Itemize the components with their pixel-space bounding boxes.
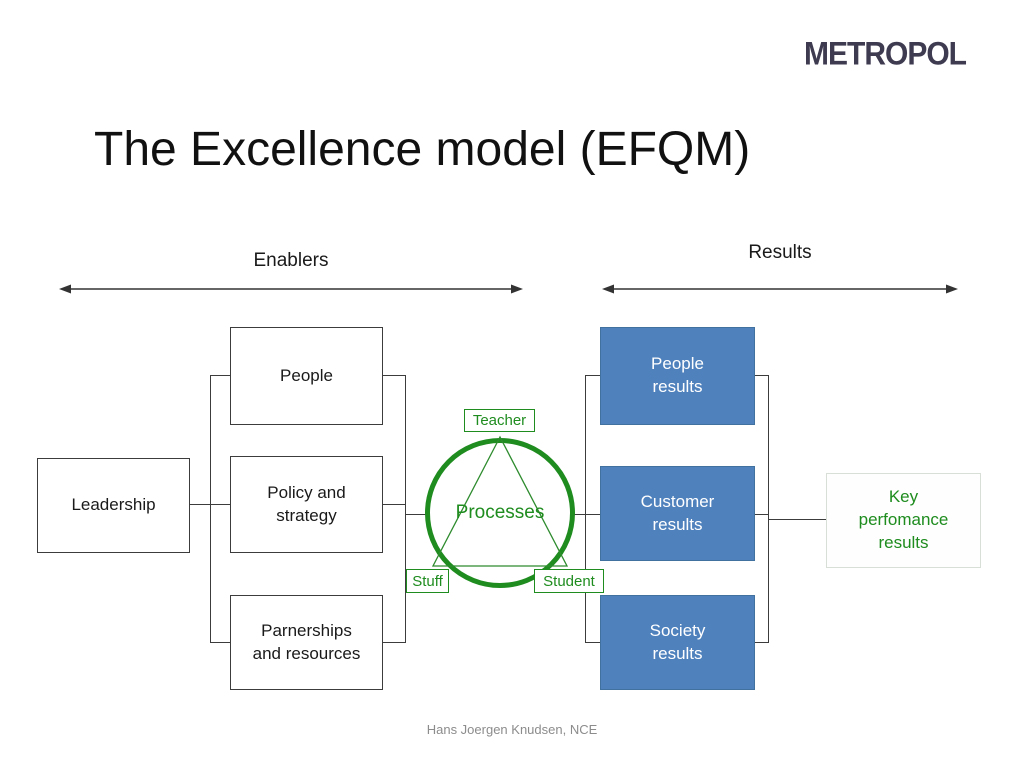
processes-label: Processes bbox=[455, 502, 545, 523]
people-results-box: People results bbox=[600, 327, 755, 425]
processes-circle bbox=[425, 438, 575, 588]
enablers-arrow bbox=[59, 284, 523, 294]
connector-line bbox=[768, 375, 769, 643]
connector-line bbox=[585, 642, 600, 643]
key-performance-results-box: Key perfomance results bbox=[826, 473, 981, 568]
stuff-box: Stuff bbox=[406, 569, 449, 593]
page-title: The Excellence model (EFQM) bbox=[94, 123, 751, 176]
connector-line bbox=[585, 375, 600, 376]
people-box: People bbox=[230, 327, 383, 425]
connector-line bbox=[405, 375, 406, 643]
connector-line bbox=[585, 375, 586, 643]
connector-line bbox=[405, 514, 427, 515]
metropol-logo: METROPOL bbox=[804, 36, 967, 73]
connector-line bbox=[755, 642, 768, 643]
connector-line bbox=[755, 375, 768, 376]
results-label: Results bbox=[748, 242, 812, 263]
customer-results-box: Customer results bbox=[600, 466, 755, 561]
connector-line bbox=[768, 519, 826, 520]
student-box: Student bbox=[534, 569, 604, 593]
policy-strategy-box: Policy and strategy bbox=[230, 456, 383, 553]
results-arrow bbox=[602, 284, 958, 294]
connector-line bbox=[382, 375, 405, 376]
teacher-stuff-student-triangle bbox=[431, 435, 569, 567]
connector-line bbox=[210, 642, 230, 643]
connector-line bbox=[210, 375, 230, 376]
connector-line bbox=[755, 514, 768, 515]
society-results-box: Society results bbox=[600, 595, 755, 690]
connector-line bbox=[573, 514, 600, 515]
connector-line bbox=[382, 642, 405, 643]
partnerships-resources-box: Parnerships and resources bbox=[230, 595, 383, 690]
connector-line bbox=[210, 375, 211, 643]
leadership-box: Leadership bbox=[37, 458, 190, 553]
footer-credit: Hans Joergen Knudsen, NCE bbox=[426, 722, 598, 737]
connector-line bbox=[382, 504, 405, 505]
enablers-label: Enablers bbox=[253, 250, 329, 271]
teacher-box: Teacher bbox=[464, 409, 535, 432]
